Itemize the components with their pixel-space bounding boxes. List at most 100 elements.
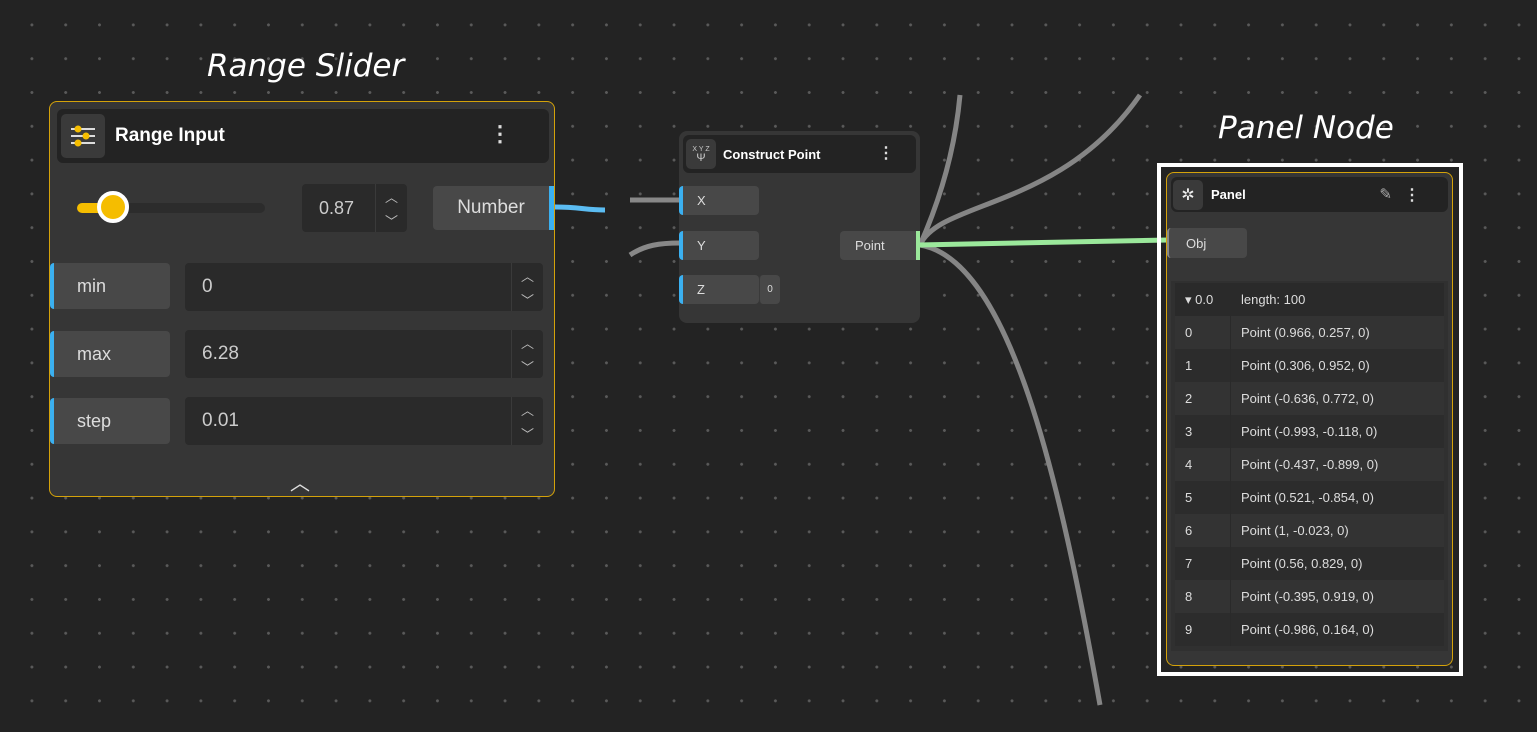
list-index: 5 bbox=[1175, 481, 1231, 514]
number-output-port[interactable]: Number bbox=[433, 186, 554, 230]
list-index: 0.0 bbox=[1195, 292, 1214, 307]
panel-node-caption: Panel Node bbox=[1218, 110, 1394, 146]
port-label: X bbox=[697, 193, 706, 208]
point-output-port[interactable]: Point bbox=[840, 231, 920, 260]
output-label: Number bbox=[457, 197, 525, 218]
z-default-input[interactable]: 0 bbox=[759, 275, 780, 304]
param-label: min bbox=[77, 275, 107, 296]
min-port[interactable]: min bbox=[50, 263, 170, 309]
number-wire bbox=[554, 204, 606, 213]
sliders-icon bbox=[61, 114, 105, 158]
list-index: 0 bbox=[1175, 316, 1231, 349]
pencil-icon[interactable]: ✎ bbox=[1379, 186, 1392, 203]
min-input[interactable]: 0︿﹀ bbox=[185, 263, 543, 311]
node-header[interactable]: ✲ Panel ✎ ⋮ bbox=[1171, 177, 1448, 212]
list-header-row[interactable]: ▾ 0.0 length: 100 bbox=[1175, 283, 1444, 316]
value-stepper[interactable]: ︿﹀ bbox=[375, 184, 407, 232]
list-value: Point (0.521, -0.854, 0) bbox=[1241, 490, 1374, 505]
bug-icon: ✲ bbox=[1173, 179, 1203, 210]
chevron-up-icon[interactable]: ︿ bbox=[520, 268, 534, 284]
y-wire bbox=[628, 240, 681, 258]
list-index: 3 bbox=[1175, 415, 1231, 448]
stepper[interactable]: ︿﹀ bbox=[511, 330, 543, 378]
list-index: 4 bbox=[1175, 448, 1231, 481]
list-item[interactable]: 2 Point (-0.636, 0.772, 0) bbox=[1175, 382, 1444, 415]
node-title: Range Input bbox=[115, 125, 225, 146]
list-index: 6 bbox=[1175, 514, 1231, 547]
list-length: length: 100 bbox=[1241, 292, 1306, 307]
step-input[interactable]: 0.01︿﹀ bbox=[185, 397, 543, 445]
param-value: 0.01 bbox=[202, 410, 239, 431]
range-input-node[interactable]: Range Input ⋮ 0.87 ︿﹀ Number min 0︿﹀ max… bbox=[49, 101, 555, 497]
chevron-down-icon[interactable]: ﹀ bbox=[520, 426, 534, 442]
more-menu-icon[interactable]: ⋮ bbox=[878, 145, 894, 162]
chevron-up-icon[interactable]: ︿ bbox=[384, 189, 398, 205]
slider-thumb[interactable] bbox=[97, 191, 129, 223]
z-default-value: 0 bbox=[767, 284, 773, 295]
list-value: Point (-0.636, 0.772, 0) bbox=[1241, 391, 1374, 406]
step-port[interactable]: step bbox=[50, 398, 170, 444]
param-value: 0 bbox=[202, 276, 213, 297]
param-label: max bbox=[77, 343, 112, 364]
node-title: Construct Point bbox=[723, 146, 821, 162]
collapse-toggle[interactable]: ▾ 0.0 bbox=[1175, 283, 1231, 316]
param-value: 6.28 bbox=[202, 343, 239, 364]
icon-text: X Y Z bbox=[692, 145, 710, 153]
panel-highlight-frame bbox=[1157, 163, 1463, 676]
wire-down bbox=[919, 242, 1103, 706]
list-item[interactable]: 0 Point (0.966, 0.257, 0) bbox=[1175, 316, 1444, 349]
point-wire bbox=[917, 237, 1169, 248]
max-port[interactable]: max bbox=[50, 331, 170, 377]
y-input-port[interactable]: Y bbox=[679, 231, 759, 260]
port-label: Z bbox=[697, 282, 705, 297]
panel-output-list[interactable]: ▾ 0.0 length: 100 0 Point (0.966, 0.257, 0… bbox=[1171, 281, 1448, 651]
port-label: Obj bbox=[1186, 235, 1207, 251]
stepper[interactable]: ︿﹀ bbox=[511, 263, 543, 311]
range-slider-caption: Range Slider bbox=[207, 48, 405, 84]
list-item[interactable]: 3 Point (-0.993, -0.118, 0) bbox=[1175, 415, 1444, 448]
value-text: 0.87 bbox=[319, 197, 355, 218]
slider-fill bbox=[77, 203, 113, 213]
list-item[interactable]: 5 Point (0.521, -0.854, 0) bbox=[1175, 481, 1444, 514]
chevron-down-icon[interactable]: ﹀ bbox=[520, 359, 534, 375]
node-title: Panel bbox=[1211, 187, 1246, 202]
stepper[interactable]: ︿﹀ bbox=[511, 397, 543, 445]
list-value: Point (0.306, 0.952, 0) bbox=[1241, 358, 1370, 373]
param-label: step bbox=[77, 410, 112, 431]
list-index: 2 bbox=[1175, 382, 1231, 415]
list-item[interactable]: 6 Point (1, -0.023, 0) bbox=[1175, 514, 1444, 547]
list-index: 8 bbox=[1175, 580, 1231, 613]
obj-input-port[interactable]: Obj bbox=[1167, 228, 1247, 258]
port-label: Y bbox=[697, 238, 706, 253]
more-menu-icon[interactable]: ⋮ bbox=[489, 121, 511, 146]
wire-up-1 bbox=[917, 94, 963, 247]
list-value: Point (1, -0.023, 0) bbox=[1241, 523, 1349, 538]
list-value: Point (-0.993, -0.118, 0) bbox=[1241, 424, 1378, 439]
collapse-chevron-icon[interactable]: ︿ bbox=[290, 473, 310, 495]
list-index: 1 bbox=[1175, 349, 1231, 382]
list-value: Point (0.966, 0.257, 0) bbox=[1241, 325, 1370, 340]
list-index: 7 bbox=[1175, 547, 1231, 580]
more-menu-icon[interactable]: ⋮ bbox=[1404, 187, 1420, 204]
chevron-down-icon[interactable]: ﹀ bbox=[520, 292, 534, 308]
x-input-port[interactable]: X bbox=[679, 186, 759, 215]
value-input[interactable]: 0.87 ︿﹀ bbox=[302, 184, 407, 232]
list-item[interactable]: 1 Point (0.306, 0.952, 0) bbox=[1175, 349, 1444, 382]
list-item[interactable]: 7 Point (0.56, 0.829, 0) bbox=[1175, 547, 1444, 580]
node-header[interactable]: Range Input ⋮ bbox=[57, 109, 549, 163]
chevron-up-icon[interactable]: ︿ bbox=[520, 335, 534, 351]
range-slider[interactable] bbox=[77, 191, 265, 223]
list-value: Point (0.56, 0.829, 0) bbox=[1241, 556, 1363, 571]
z-input-port[interactable]: Z bbox=[679, 275, 759, 304]
chevron-down-icon[interactable]: ﹀ bbox=[384, 213, 398, 229]
max-input[interactable]: 6.28︿﹀ bbox=[185, 330, 543, 378]
chevron-up-icon[interactable]: ︿ bbox=[520, 402, 534, 418]
